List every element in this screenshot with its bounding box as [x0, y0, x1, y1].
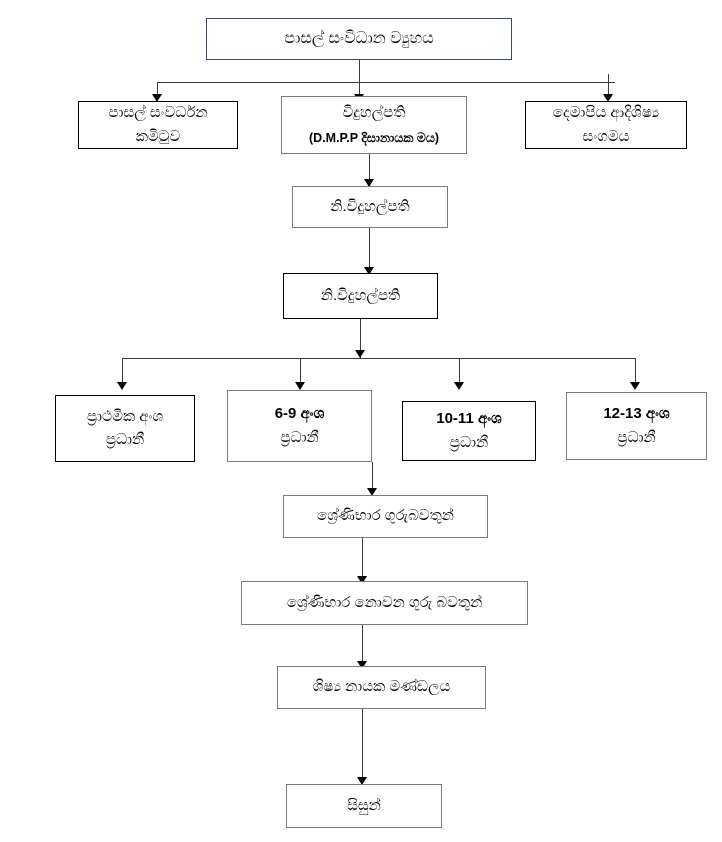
node-section-head-12-13-line1: 12-13 අංශ — [603, 405, 670, 423]
node-deputy-principal-1-line1: නි.විදුහල්පති — [330, 197, 410, 215]
connector-root-stem — [359, 60, 360, 82]
arrowhead-to-grade-teachers — [367, 488, 377, 496]
connector-section-drop-12-13 — [635, 358, 636, 384]
node-section-head-primary-line1: ප්‍රාථමික අංශ — [86, 407, 164, 425]
connector-non-grade-to-student-council — [362, 625, 363, 665]
node-deputy-principal-1[interactable]: නි.විදුහල්පති — [292, 186, 448, 228]
arrowhead-to-deputy-principal-1 — [364, 179, 374, 187]
connector-row1-drop-middle — [359, 82, 360, 96]
node-student-leader-council-line1: ශිෂ්‍ය නායක මණ්ඩලය — [312, 678, 451, 696]
node-deputy-principal-2-line1: නි.විදුහල්පති — [320, 286, 401, 304]
node-root[interactable]: පාසල් සංවිධාන ව්‍යුහය — [206, 18, 512, 60]
node-grade-teachers-line1: ශ්‍රේණිභාර ගුරුබවතුන් — [317, 507, 454, 525]
arrowhead-to-parents-alumni-association — [603, 94, 613, 102]
connector-row1-drop-right — [608, 74, 609, 96]
arrowhead-to-students — [357, 777, 367, 785]
arrowhead-to-school-development-committee — [152, 94, 162, 102]
node-non-grade-teachers-line1: ශ්‍රේණිභාර නොවන ගුරු බවතුන් — [286, 593, 483, 611]
connector-section-drop-10-11 — [459, 358, 460, 384]
connector-sections-to-grade-teachers — [372, 462, 373, 492]
node-non-grade-teachers[interactable]: ශ්‍රේණිභාර නොවන ගුරු බවතුන් — [241, 581, 528, 625]
node-section-head-12-13-line2: ප්‍රධානී — [617, 428, 656, 446]
node-school-development-committee-line2: කමිටුව — [135, 127, 181, 145]
connector-section-drop-primary — [122, 358, 123, 384]
node-section-head-6-9-line2: ප්‍රධානී — [280, 428, 319, 446]
node-section-head-primary-line2: ප්‍රධානී — [105, 431, 145, 448]
connector-deputy2-stem — [360, 319, 361, 358]
node-section-head-10-11[interactable]: 10-11 අංශ ප්‍රධානී — [402, 401, 536, 461]
connector-student-council-to-students — [362, 709, 363, 783]
node-parents-alumni-association-line1: දෙමාපිය ආදිශිෂ්‍ය — [552, 104, 660, 122]
connector-deputy1-to-deputy2 — [369, 228, 370, 271]
node-school-development-committee-line1: පාසල් සංවර්ධන — [108, 104, 208, 122]
arrowhead-deputy2-stem — [355, 350, 365, 358]
node-section-head-10-11-line1: 10-11 අංශ — [436, 410, 502, 428]
node-parents-alumni-association-line2: සංගමය — [582, 127, 630, 145]
node-section-head-6-9[interactable]: 6-9 අංශ ප්‍රධානී — [227, 390, 372, 462]
arrowhead-to-section-head-10-11 — [454, 382, 464, 390]
node-grade-teachers[interactable]: ශ්‍රේණිභාර ගුරුබවතුන් — [283, 495, 488, 538]
connector-sections-bar — [122, 358, 635, 359]
arrowhead-to-section-head-6-9 — [295, 382, 305, 390]
node-section-head-primary[interactable]: ප්‍රාථමික අංශ ප්‍රධානී — [55, 395, 195, 462]
node-school-development-committee[interactable]: පාසල් සංවර්ධන කමිටුව — [78, 101, 238, 149]
node-section-head-12-13[interactable]: 12-13 අංශ ප්‍රධානී — [566, 392, 707, 460]
connector-section-drop-6-9 — [300, 358, 301, 384]
node-student-leader-council[interactable]: ශිෂ්‍ය නායක මණ්ඩලය — [277, 666, 486, 709]
node-root-label: පාසල් සංවිධාන ව්‍යුහය — [284, 30, 434, 48]
arrowhead-to-section-head-primary — [117, 382, 127, 390]
connector-principal-to-deputy1 — [369, 154, 370, 181]
node-parents-alumni-association[interactable]: දෙමාපිය ආදිශිෂ්‍ය සංගමය — [525, 101, 687, 149]
node-principal-line1: විදුහල්පති — [342, 104, 406, 122]
node-principal[interactable]: විදුහල්පති (D.M.P.P දිසානායක මය) — [281, 96, 467, 154]
connector-row1-drop-left — [157, 82, 158, 96]
arrowhead-to-deputy-principal-2 — [364, 267, 374, 275]
node-deputy-principal-2[interactable]: නි.විදුහල්පති — [283, 273, 438, 319]
arrowhead-to-section-head-12-13 — [630, 382, 640, 390]
arrowhead-to-student-leader-council — [357, 661, 367, 669]
node-section-head-10-11-line2: ප්‍රධානී — [449, 433, 489, 451]
arrowhead-to-non-grade-teachers — [357, 576, 367, 584]
connector-row1-bar — [157, 82, 615, 83]
node-students-line1: සිසුන් — [347, 796, 381, 814]
connector-grade-to-non-grade-teachers — [362, 538, 363, 580]
node-principal-sub: (D.M.P.P දිසානායක මය) — [309, 130, 439, 145]
node-section-head-6-9-line1: 6-9 අංශ — [274, 405, 325, 423]
node-students[interactable]: සිසුන් — [286, 784, 442, 828]
